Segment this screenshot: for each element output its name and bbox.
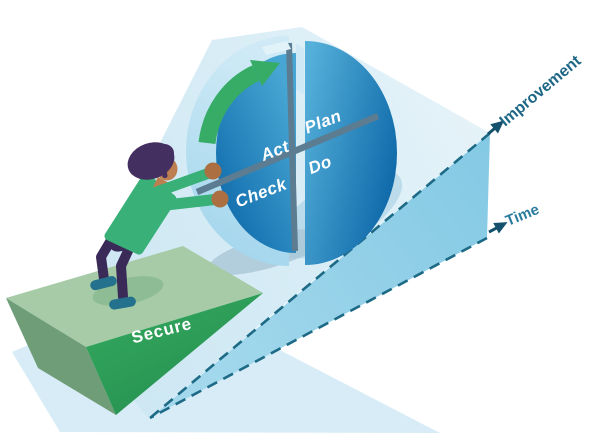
pdca-wheel: Act Plan Check Do: [186, 36, 397, 266]
wheel-axle: [195, 113, 380, 195]
person-lower-hand: [211, 190, 229, 208]
time-dashed-line: [149, 236, 488, 420]
time-label: Time: [503, 201, 542, 230]
person-hair-fringe: [154, 144, 174, 162]
wheel-right-face: [305, 41, 397, 265]
rotation-arrow-icon: [198, 60, 280, 145]
rim-cut-face: [262, 41, 291, 55]
improvement-axis: Improvement: [487, 52, 585, 136]
person-front-shoe: [109, 296, 136, 310]
improvement-dashed-line: [149, 132, 491, 419]
wedge-left-face: [6, 298, 116, 415]
person-sideburn: [160, 159, 168, 179]
improvement-arrow-icon: [487, 120, 505, 136]
plan-side-wall: [296, 44, 304, 94]
person-lower-arm: [143, 193, 225, 213]
wheel-divider: [286, 42, 298, 252]
improvement-label: Improvement: [497, 52, 585, 130]
wedge-front-face: [86, 293, 263, 415]
person-back-shoe: [90, 276, 117, 291]
person-upper-hand: [204, 162, 222, 180]
person-pushing: [90, 142, 229, 310]
time-axis: Time: [488, 201, 542, 234]
wheel-left-face: [216, 53, 296, 253]
time-arrow-icon: [488, 222, 508, 234]
person-upper-arm: [145, 166, 218, 200]
